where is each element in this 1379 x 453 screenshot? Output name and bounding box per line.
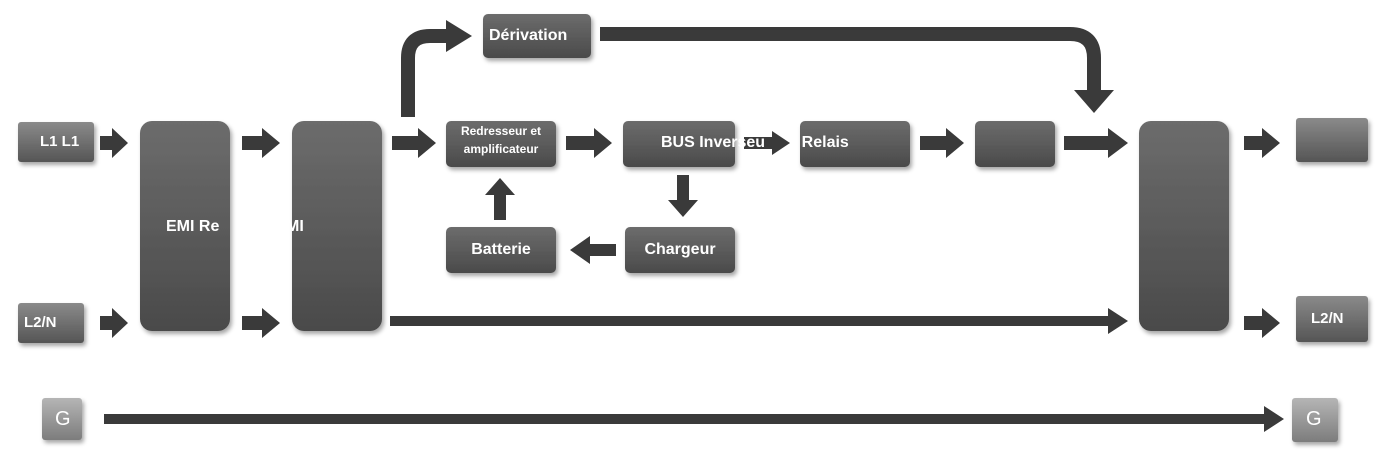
l2-input-terminal — [18, 303, 84, 343]
derivation-block — [483, 14, 591, 58]
output-block — [1139, 121, 1229, 331]
chargeur-label: Chargeur — [644, 241, 716, 258]
arrow-output-to-terminal-top — [1244, 128, 1280, 158]
g-output-terminal — [1292, 398, 1338, 442]
arrow-output-to-l2-terminal — [1244, 308, 1280, 338]
l2-output-label: L2/N — [1311, 310, 1344, 327]
derivation-label: Dérivation — [489, 27, 568, 44]
arrow-small-to-output — [1064, 128, 1128, 158]
arrow-relais-to-small — [920, 128, 964, 158]
emi-filter-block — [140, 121, 230, 331]
l1-input-terminal — [18, 122, 94, 162]
redresseur-block — [446, 121, 556, 167]
arrow-l2-to-emi — [100, 308, 128, 338]
l2-input-label: L2/N — [24, 314, 57, 331]
emi-filter-label: EMI Re — [166, 218, 220, 235]
l2-output-terminal — [1296, 296, 1368, 342]
arrow-derivation-to-output-shaft — [600, 27, 1101, 92]
relais-block — [800, 121, 910, 167]
relais-label: r Relais — [791, 134, 849, 151]
arrow-bus-to-relais — [744, 131, 790, 155]
arrow-bypass-bottom — [390, 308, 1128, 334]
second-filter-block — [292, 121, 382, 331]
second-filter-label: MI — [286, 218, 304, 235]
arrow-to-derivation-shaft — [401, 29, 448, 117]
g-output-label: G — [1306, 408, 1322, 430]
arrow-emi-to-filter-bottom — [242, 308, 280, 338]
arrow-ground — [104, 406, 1284, 432]
arrow-to-derivation-head — [446, 20, 472, 52]
bus-inverseur-label: BUS Inverseu — [661, 134, 766, 151]
batterie-label: Batterie — [471, 241, 531, 258]
l1-input-label: L1 L1 — [40, 133, 80, 150]
redresseur-label-line2: amplificateur — [463, 142, 539, 156]
arrow-derivation-to-output-head — [1074, 90, 1114, 113]
redresseur-label-line1: Redresseur et — [460, 124, 542, 138]
bus-inverseur-block — [623, 121, 735, 167]
batterie-block — [446, 227, 556, 273]
arrow-chargeur-to-batterie — [570, 236, 616, 264]
output-terminal-top — [1296, 118, 1368, 162]
arrow-emi-to-filter-top — [242, 128, 280, 158]
chargeur-block — [625, 227, 735, 273]
arrow-batterie-to-redresseur — [485, 178, 515, 220]
arrow-bus-to-chargeur — [668, 175, 698, 217]
arrow-l1-to-emi — [100, 128, 128, 158]
arrows — [100, 128, 1284, 432]
small-block — [975, 121, 1055, 167]
arrow-filter-to-redresseur — [392, 128, 436, 158]
arrow-redresseur-to-bus — [566, 128, 612, 158]
g-input-label: G — [55, 408, 71, 430]
g-input-terminal — [42, 398, 82, 440]
